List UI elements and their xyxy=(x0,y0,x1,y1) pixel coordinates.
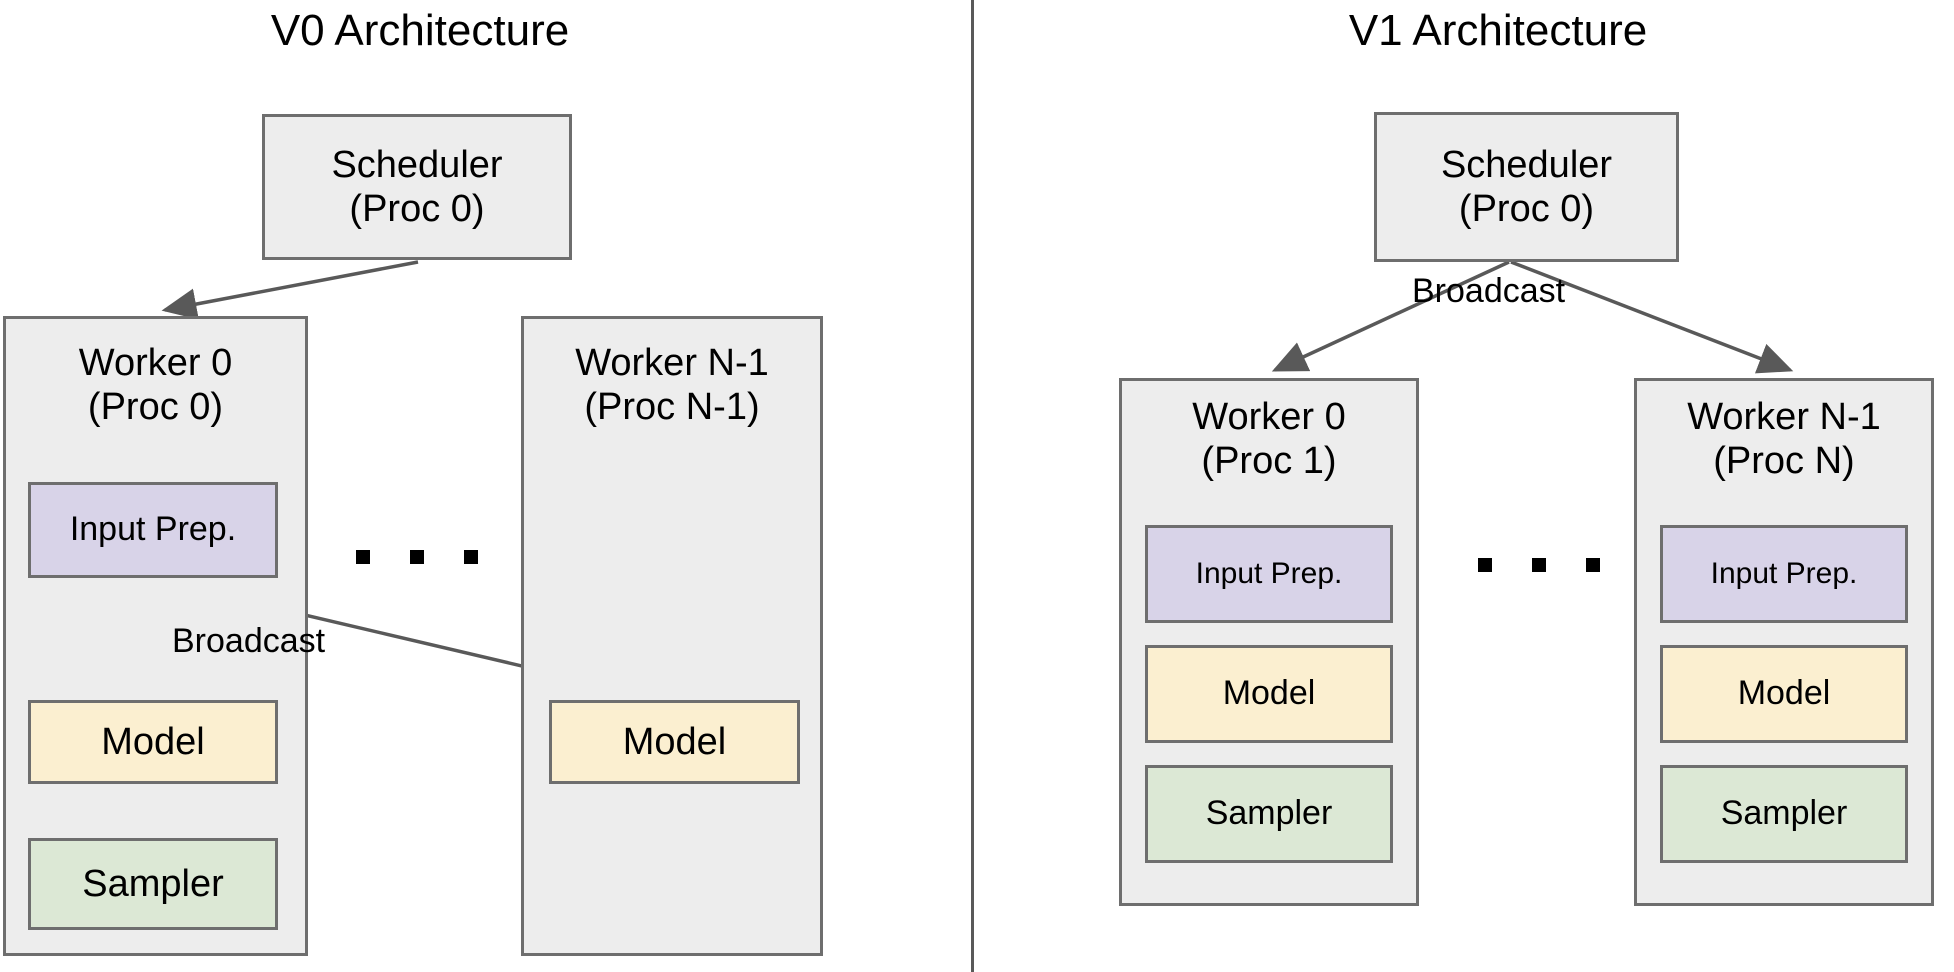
v0-scheduler-box[interactable]: Scheduler (Proc 0) xyxy=(262,114,572,260)
v1-worker-0-input-prep[interactable]: Input Prep. xyxy=(1145,525,1393,623)
panel-divider xyxy=(971,0,974,972)
v1-ellipsis-dot xyxy=(1532,558,1546,572)
v0-ellipsis-dot xyxy=(464,550,478,564)
v0-worker-0-sampler-label: Sampler xyxy=(82,862,224,905)
v0-worker-0-title: Worker 0 (Proc 0) xyxy=(78,342,233,429)
v1-ellipsis xyxy=(1478,558,1600,572)
v0-scheduler-label: Scheduler (Proc 0) xyxy=(331,143,503,230)
v1-worker-0-sampler[interactable]: Sampler xyxy=(1145,765,1393,863)
v1-worker-n1-input-prep[interactable]: Input Prep. xyxy=(1660,525,1908,623)
v0-ellipsis-dot xyxy=(356,550,370,564)
panel-title-v0: V0 Architecture xyxy=(270,6,570,55)
panel-v1-architecture: V1 Architecture Scheduler (Proc 0) Broad… xyxy=(982,0,1954,972)
v1-worker-n1-input-prep-label: Input Prep. xyxy=(1710,556,1858,590)
v1-scheduler-box[interactable]: Scheduler (Proc 0) xyxy=(1374,112,1679,262)
v1-ellipsis-dot xyxy=(1586,558,1600,572)
v0-ellipsis xyxy=(356,550,478,564)
v1-worker-0-input-prep-label: Input Prep. xyxy=(1195,556,1343,590)
v0-ellipsis-dot xyxy=(410,550,424,564)
v1-worker-n1-model-label: Model xyxy=(1737,674,1831,713)
v0-worker-0-model-label: Model xyxy=(101,720,205,763)
v1-ellipsis-dot xyxy=(1478,558,1492,572)
v1-broadcast-label: Broadcast xyxy=(1412,272,1566,310)
panel-title-v1: V1 Architecture xyxy=(1348,6,1648,55)
v0-worker-0-sampler[interactable]: Sampler xyxy=(28,838,278,930)
arrow-scheduler-to-worker0 xyxy=(161,260,419,320)
v0-worker-0-input-prep[interactable]: Input Prep. xyxy=(28,482,278,578)
v1-worker-n1-model[interactable]: Model xyxy=(1660,645,1908,743)
v1-worker-0-sampler-label: Sampler xyxy=(1205,794,1333,833)
v0-worker-0-input-prep-label: Input Prep. xyxy=(69,510,237,549)
v0-worker-0-model[interactable]: Model xyxy=(28,700,278,784)
v1-worker-0-model[interactable]: Model xyxy=(1145,645,1393,743)
v1-scheduler-label: Scheduler (Proc 0) xyxy=(1440,143,1613,230)
panel-v0-architecture: V0 Architecture Scheduler (Proc 0) Worke… xyxy=(0,0,972,972)
v0-broadcast-label: Broadcast xyxy=(172,622,326,660)
v0-worker-n1-title: Worker N-1 (Proc N-1) xyxy=(575,342,769,429)
v1-worker-n1-sampler-label: Sampler xyxy=(1720,794,1848,833)
v0-worker-n1-model-label: Model xyxy=(622,720,727,763)
v1-worker-n1-title: Worker N-1 (Proc N) xyxy=(1687,396,1881,483)
v0-worker-n1-box[interactable]: Worker N-1 (Proc N-1) xyxy=(521,316,823,956)
v0-worker-n1-model[interactable]: Model xyxy=(549,700,800,784)
v1-worker-n1-sampler[interactable]: Sampler xyxy=(1660,765,1908,863)
v1-worker-0-title: Worker 0 (Proc 1) xyxy=(1192,396,1346,483)
v1-worker-0-model-label: Model xyxy=(1222,674,1316,713)
